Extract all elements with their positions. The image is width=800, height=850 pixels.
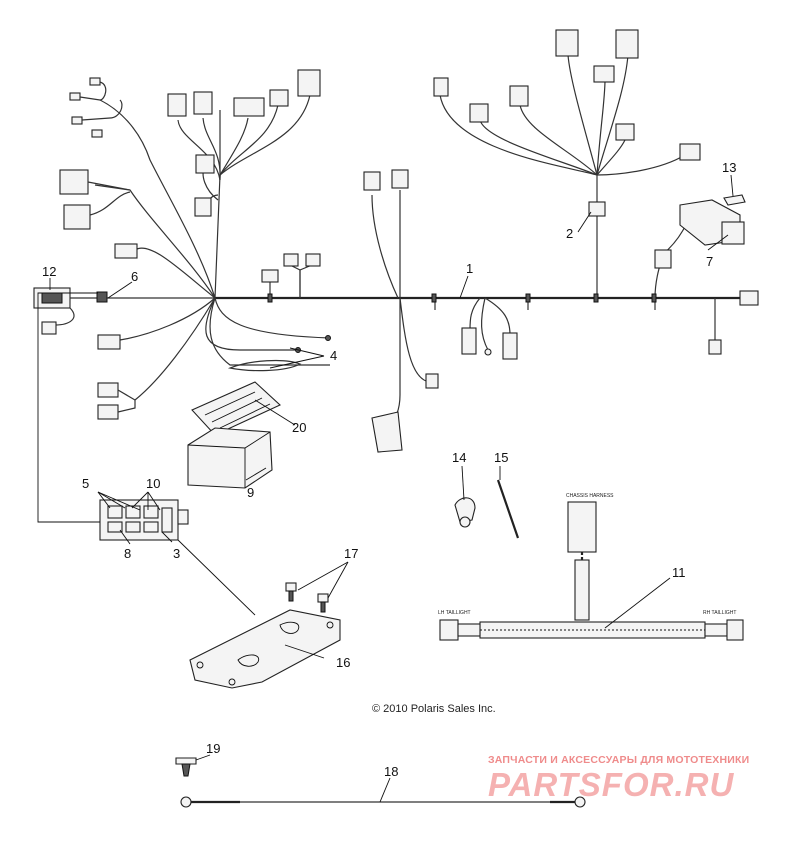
callout-9: 9 bbox=[247, 485, 254, 500]
callout-14: 14 bbox=[452, 450, 466, 465]
callout-6: 6 bbox=[131, 269, 138, 284]
label-rh-taillight: RH TAILLIGHT bbox=[703, 610, 736, 616]
tie-part-15 bbox=[496, 479, 520, 539]
callout-16: 16 bbox=[336, 655, 350, 670]
bracket-plate bbox=[177, 539, 341, 689]
box-part-9 bbox=[187, 427, 273, 489]
connectors bbox=[33, 29, 759, 453]
callout-8: 8 bbox=[124, 546, 131, 561]
callout-numbers: 1 2 3 4 5 6 7 8 9 10 11 12 13 14 15 16 1… bbox=[42, 160, 736, 779]
ground-strap bbox=[180, 796, 586, 808]
callout-15: 15 bbox=[494, 450, 508, 465]
callout-20: 20 bbox=[292, 420, 306, 435]
leader-lines bbox=[49, 174, 734, 803]
watermark-tagline: ЗАПЧАСТИ И АКСЕССУАРЫ ДЛЯ МОТОТЕХНИКИ bbox=[488, 754, 750, 766]
callout-13: 13 bbox=[722, 160, 736, 175]
label-sheet bbox=[191, 381, 281, 436]
screws-part-17 bbox=[285, 582, 329, 613]
watermark-logo: PARTSFOR.RU bbox=[488, 766, 735, 803]
callout-18: 18 bbox=[384, 764, 398, 779]
clip-part-14 bbox=[454, 497, 476, 528]
taillight-harness bbox=[439, 501, 744, 641]
copyright-notice: © 2010 Polaris Sales Inc. bbox=[372, 703, 496, 715]
callout-11: 11 bbox=[672, 565, 686, 580]
main-harness bbox=[94, 54, 740, 426]
label-lh-taillight: LH TAILLIGHT bbox=[438, 610, 471, 616]
callout-3: 3 bbox=[173, 546, 180, 561]
callout-7: 7 bbox=[706, 254, 713, 269]
callout-4: 4 bbox=[330, 348, 337, 363]
callout-19: 19 bbox=[206, 741, 220, 756]
fuse-box bbox=[37, 292, 189, 541]
callout-17: 17 bbox=[344, 546, 358, 561]
callout-1: 1 bbox=[466, 261, 473, 276]
callout-12: 12 bbox=[42, 264, 56, 279]
callout-5: 5 bbox=[82, 476, 89, 491]
screw-part-19 bbox=[175, 757, 197, 777]
callout-10: 10 bbox=[146, 476, 160, 491]
harness-labels: CHASSIS HARNESS LH TAILLIGHT RH TAILLIGH… bbox=[438, 493, 736, 616]
callout-2: 2 bbox=[566, 226, 573, 241]
label-chassis-harness: CHASSIS HARNESS bbox=[566, 493, 614, 499]
